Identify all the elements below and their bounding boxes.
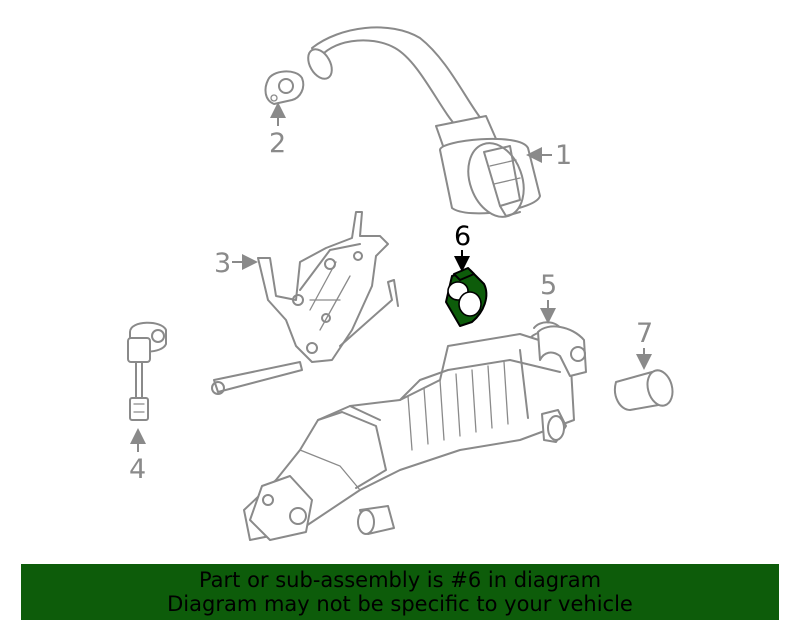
part-4-sensor — [127, 321, 167, 421]
callout-leaders — [130, 102, 652, 452]
callout-4: 4 — [129, 454, 146, 485]
egr-cooler-assembly — [243, 325, 587, 541]
callout-6: 6 — [454, 221, 471, 252]
part-2-gasket — [264, 70, 305, 105]
notice-line-1: Part or sub-assembly is #6 in diagram — [198, 568, 602, 592]
part-3-bracket — [211, 211, 399, 395]
parts-diagram: 1 2 3 4 5 6 7 — [127, 26, 674, 541]
callout-5: 5 — [540, 270, 557, 301]
part-1-egr-valve-hose — [307, 26, 541, 218]
callout-2: 2 — [269, 128, 286, 159]
part-6-egr-adapter-highlighted — [445, 267, 488, 327]
notice-line-2: Diagram may not be specific to your vehi… — [167, 592, 633, 616]
callout-3: 3 — [214, 248, 231, 279]
callout-1: 1 — [555, 140, 572, 171]
notice-banner: Part or sub-assembly is #6 in diagram Di… — [21, 564, 779, 620]
callout-7: 7 — [636, 318, 653, 349]
part-7-cap — [614, 369, 674, 411]
